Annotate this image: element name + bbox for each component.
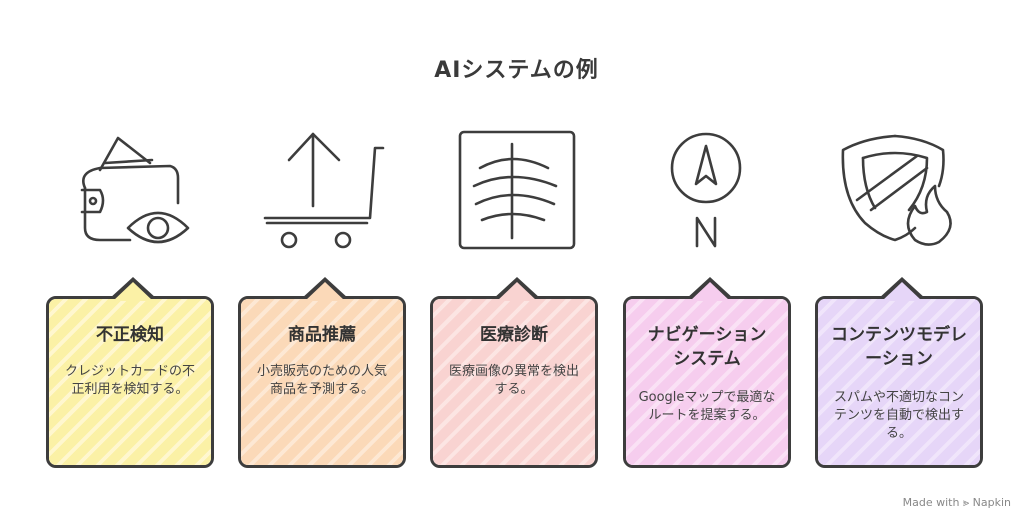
shield-flame-icon — [835, 128, 965, 258]
card-title: 商品推薦 — [288, 325, 356, 345]
card-medical-diagnosis: 医療診断 医療画像の異常を検出する。 — [430, 277, 598, 468]
card-navigation-system: ナビゲーションシステム Googleマップで最適なルートを提案する。 — [623, 277, 791, 468]
wallet-eye-icon — [70, 128, 200, 258]
cart-arrow-icon — [255, 128, 385, 258]
card-fraud-detection: 不正検知 クレジットカードの不正利用を検知する。 — [46, 277, 214, 468]
diagram-title: AIシステムの例 — [434, 58, 599, 83]
card-description: 医療画像の異常を検出する。 — [448, 364, 579, 397]
card-product-recommendation: 商品推薦 小売販売のための人気商品を予測する。 — [238, 277, 406, 468]
card-title: コンテンツモデレーション — [831, 325, 967, 369]
card-description: Googleマップで最適なルートを提案する。 — [638, 390, 776, 423]
card-description: スパムや不適切なコンテンツを自動で検出する。 — [833, 390, 964, 441]
napkin-watermark: Made with ⪢ Napkin — [902, 496, 1011, 509]
card-title: 医療診断 — [480, 325, 548, 345]
card-title: ナビゲーションシステム — [647, 325, 767, 369]
xray-icon — [452, 128, 582, 258]
compass-icon — [643, 128, 773, 258]
card-description: 小売販売のための人気商品を予測する。 — [256, 364, 387, 397]
card-description: クレジットカードの不正利用を検知する。 — [64, 364, 195, 397]
card-content-moderation: コンテンツモデレーション スパムや不適切なコンテンツを自動で検出する。 — [815, 277, 983, 468]
card-title: 不正検知 — [96, 325, 164, 345]
